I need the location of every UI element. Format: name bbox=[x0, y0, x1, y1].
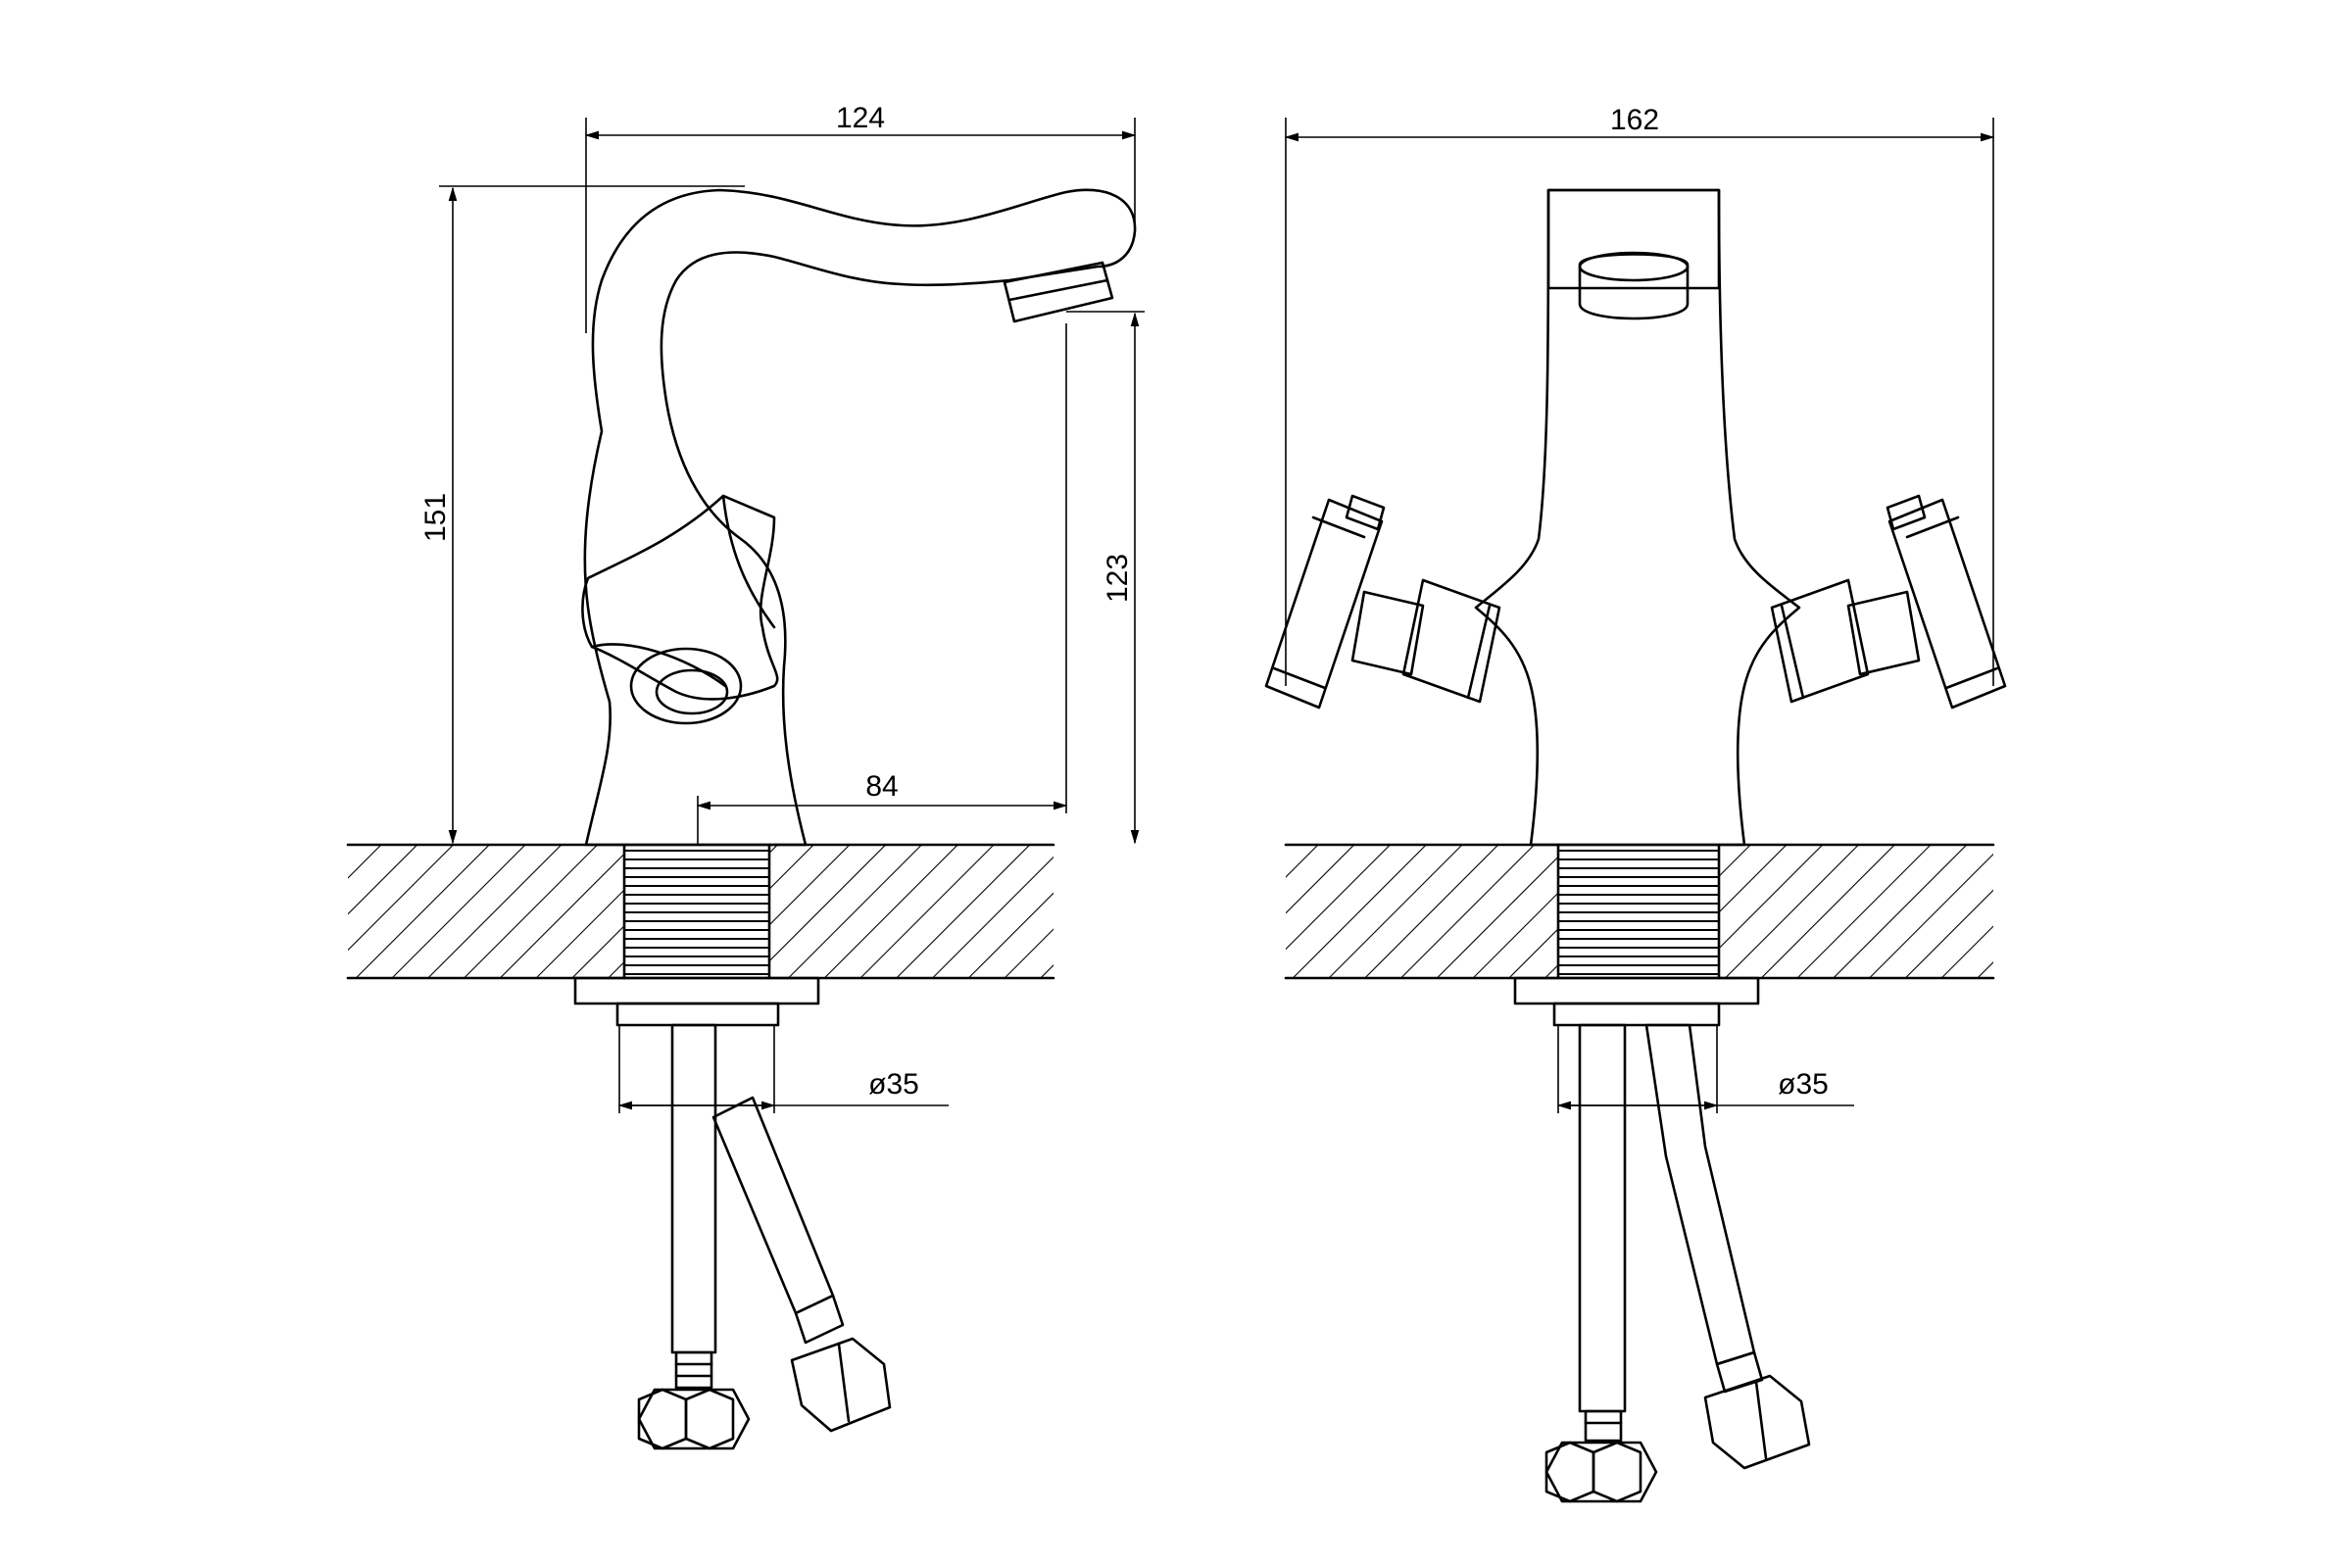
side-mounting-nut bbox=[573, 976, 820, 1027]
side-hole-label: ø35 bbox=[868, 1068, 919, 1101]
side-countertop-section bbox=[346, 843, 1055, 980]
front-hex-nuts bbox=[1544, 1374, 1811, 1503]
front-left-cross-handle bbox=[1264, 494, 1501, 710]
side-spout-height-label: 123 bbox=[1102, 554, 1134, 603]
side-width-label: 124 bbox=[836, 102, 885, 134]
side-hoses bbox=[670, 1023, 845, 1390]
front-countertop-section bbox=[1284, 843, 1995, 980]
side-faucet-body bbox=[583, 188, 1137, 847]
front-dimensions bbox=[1284, 118, 1995, 1113]
side-height-label: 151 bbox=[419, 493, 452, 542]
side-view: 124 151 123 84 ø35 bbox=[346, 102, 1145, 1450]
side-dimensions bbox=[439, 118, 1145, 1113]
front-hole-label: ø35 bbox=[1778, 1068, 1829, 1101]
front-hoses bbox=[1578, 1023, 1764, 1443]
side-hex-nuts bbox=[637, 1337, 892, 1450]
side-reach-label: 84 bbox=[865, 770, 898, 803]
side-lever-handle bbox=[581, 494, 779, 725]
front-view: 162 ø35 bbox=[1264, 104, 2007, 1503]
front-mounting-nut bbox=[1513, 976, 1760, 1027]
front-width-label: 162 bbox=[1610, 104, 1659, 136]
front-right-cross-handle bbox=[1770, 494, 2007, 710]
front-faucet-body bbox=[1474, 188, 1801, 847]
